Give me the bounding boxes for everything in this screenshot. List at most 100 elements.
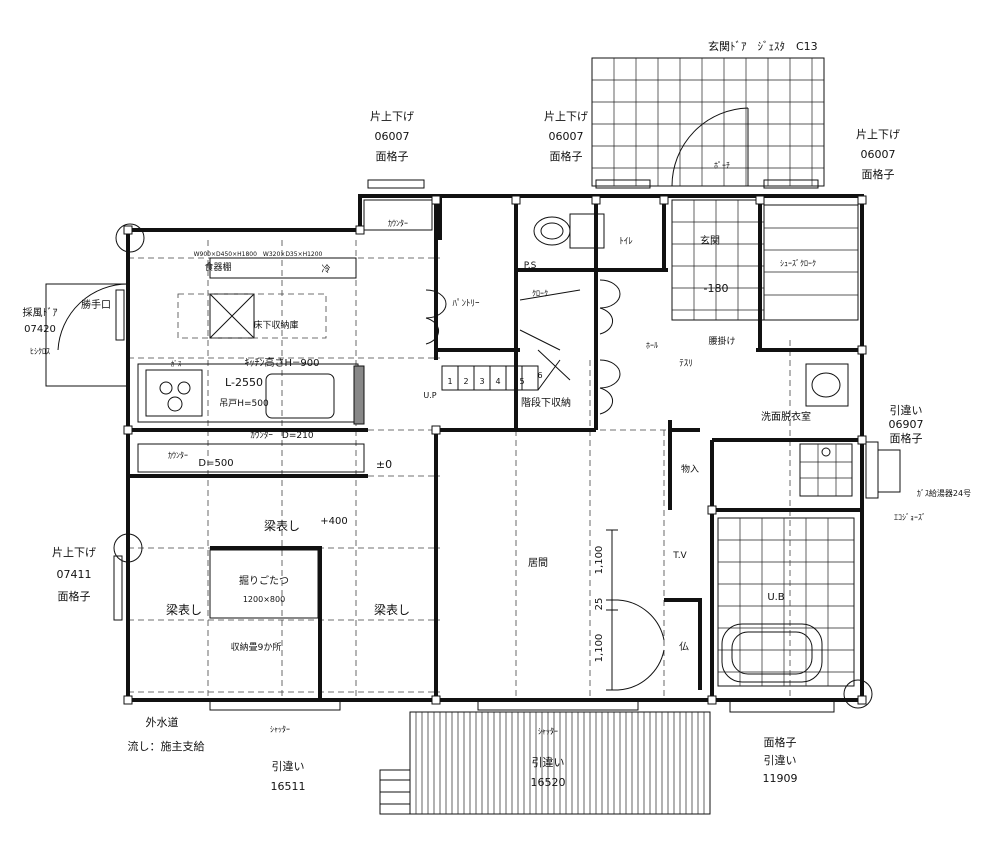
label-win-left: 片上下げ xyxy=(52,546,96,559)
label-win-right-grid: 面格子 xyxy=(890,431,923,445)
label-win-b3: 面格子 xyxy=(764,735,797,749)
label-dish-shelf: 食器棚 xyxy=(204,261,231,273)
shoes-cloak-grid xyxy=(763,204,859,321)
label-dim-1100-a: 1,100 xyxy=(594,546,605,575)
label-katteguchi: 勝手口 xyxy=(81,298,111,311)
label-tesuri: ﾃｽﾘ xyxy=(679,358,693,369)
label-cloak: ｸﾛｰｸ xyxy=(532,289,548,298)
label-tsuridana: 吊戸H=500 xyxy=(219,398,269,409)
deck xyxy=(379,711,711,815)
corner-marker xyxy=(113,533,143,563)
counter-top-box xyxy=(363,199,433,231)
label-genkan-level: -180 xyxy=(704,282,729,295)
label-hari-3: 梁表し xyxy=(374,602,410,617)
stair-step: 3 xyxy=(479,377,484,386)
label-win-b1-code: 16511 xyxy=(271,780,306,793)
label-monoire: 物入 xyxy=(681,463,699,475)
label-entrance-door: 玄関ﾄﾞｱ ｼﾞｪｽﾀ C13 xyxy=(708,39,818,53)
pantry-shelves xyxy=(425,279,621,415)
label-saifu-door-code: 07420 xyxy=(24,324,56,335)
label-horigotatsu: 掘りごたつ xyxy=(239,574,289,587)
label-win-b2-code: 16520 xyxy=(531,776,566,789)
label-win-b3-code: 11909 xyxy=(763,772,798,785)
label-ps: P.S xyxy=(524,261,537,271)
label-win-b3-type: 引違い xyxy=(764,753,797,767)
label-l-2550: L-2550 xyxy=(225,376,263,389)
label-porch: ﾎﾟｰﾁ xyxy=(714,161,730,170)
labels: 玄関ﾄﾞｱ ｼﾞｪｽﾀ C13 片上下げ 06007 面格子 片上下げ 0600… xyxy=(23,39,972,793)
label-win-top-left-code: 06007 xyxy=(375,130,410,143)
label-gas: ｶﾞｽ xyxy=(171,360,182,368)
label-storage-9: 収納畳9か所 xyxy=(231,641,282,653)
label-water-heater: ｶﾞｽ給湯器24号 xyxy=(917,488,971,498)
label-saifu-door-type: ﾋｼｸﾛｽ xyxy=(30,347,50,356)
label-fridge: 冷 xyxy=(321,263,330,275)
stair-step: 6 xyxy=(537,371,542,380)
label-shoes-cloak: ｼｭｰｽﾞｸﾛｰｸ xyxy=(780,259,816,268)
windows xyxy=(113,179,901,713)
label-win-top-mid-grid: 面格子 xyxy=(550,149,583,163)
label-hari-1: 梁表し xyxy=(264,518,300,533)
label-outdoor-tap: 外水道 xyxy=(146,715,179,729)
label-counter-top: ｶｳﾝﾀｰ xyxy=(388,219,408,228)
label-ub: U.B xyxy=(767,592,784,603)
label-win-b2: 引違い xyxy=(532,755,565,769)
label-senmen: 洗面脱衣室 xyxy=(761,410,811,423)
label-dim-1100-b: 1,100 xyxy=(594,634,605,663)
label-counter-d500: ｶｳﾝﾀｰ xyxy=(168,451,188,460)
label-genkan: 玄関 xyxy=(700,234,720,247)
label-win-right-code: 06907 xyxy=(889,418,924,431)
entrance-door-swing xyxy=(671,107,749,187)
label-saifu-door: 採風ﾄﾞｱ xyxy=(23,306,58,319)
label-pantry: ﾊﾟﾝﾄﾘｰ xyxy=(452,298,480,309)
label-tv: T.V xyxy=(672,551,687,561)
label-win-top-right-code: 06007 xyxy=(861,148,896,161)
stair-step: 1 xyxy=(447,377,452,386)
label-counter-d210: ｶｳﾝﾀｰ D=210 xyxy=(250,430,313,441)
toilet-fixture xyxy=(533,213,605,249)
label-win-right: 引違い xyxy=(890,403,923,417)
dimension-line xyxy=(606,529,618,691)
genkan-tiles xyxy=(671,199,765,321)
stair-step: 2 xyxy=(463,377,468,386)
bath-tiles xyxy=(717,517,855,687)
butsudan-swing xyxy=(617,599,665,691)
saifu-door-swing xyxy=(57,283,129,351)
label-living: 居間 xyxy=(528,557,548,569)
label-horigotatsu-size: 1200×800 xyxy=(243,595,285,604)
label-hari-2: 梁表し xyxy=(166,602,202,617)
horigotatsu-box xyxy=(209,549,319,619)
label-win-top-mid-code: 06007 xyxy=(549,130,584,143)
stair-step: 5 xyxy=(519,377,524,386)
label-shelf-dims: W900×D450×H1800 W320×D35×H1200 xyxy=(194,251,323,258)
corner-marker xyxy=(843,679,873,709)
label-win-top-left: 片上下げ xyxy=(370,110,414,123)
label-level-400: +400 xyxy=(320,516,347,527)
label-win-left-code: 07411 xyxy=(57,568,92,581)
bathtub xyxy=(721,623,823,683)
label-win-top-right: 片上下げ xyxy=(856,128,900,141)
junction-markers xyxy=(123,195,867,705)
label-hall: ﾎｰﾙ xyxy=(646,341,658,350)
side-step xyxy=(45,283,128,387)
label-underfloor: 床下収納庫 xyxy=(253,319,298,331)
washroom-fixtures xyxy=(799,363,853,497)
label-toilet: ﾄｲﾚ xyxy=(619,237,633,247)
label-stair-storage: 階段下収納 xyxy=(521,396,571,409)
label-shutter-mid: ｼｬｯﾀｰ xyxy=(538,727,558,736)
corner-marker xyxy=(115,223,145,253)
stair-step: 4 xyxy=(495,377,500,386)
kitchen xyxy=(137,257,365,473)
label-ecojozu: ｴｺｼﾞｮｰｽﾞ xyxy=(894,513,926,522)
label-win-top-left-grid: 面格子 xyxy=(376,149,409,163)
label-kitchen-height: ｷｯﾁﾝ高さH=900 xyxy=(245,356,320,369)
label-sink-note: 流し：施主支給 xyxy=(128,739,205,753)
label-level-0: ±0 xyxy=(376,458,392,471)
label-up: U.P xyxy=(423,391,436,400)
label-dim-25: 25 xyxy=(594,598,605,611)
label-shutter-left: ｼｬｯﾀｰ xyxy=(270,725,290,734)
label-win-top-mid: 片上下げ xyxy=(544,110,588,123)
label-win-b1: 引違い xyxy=(272,759,305,773)
label-butsu: 仏 xyxy=(679,641,689,653)
